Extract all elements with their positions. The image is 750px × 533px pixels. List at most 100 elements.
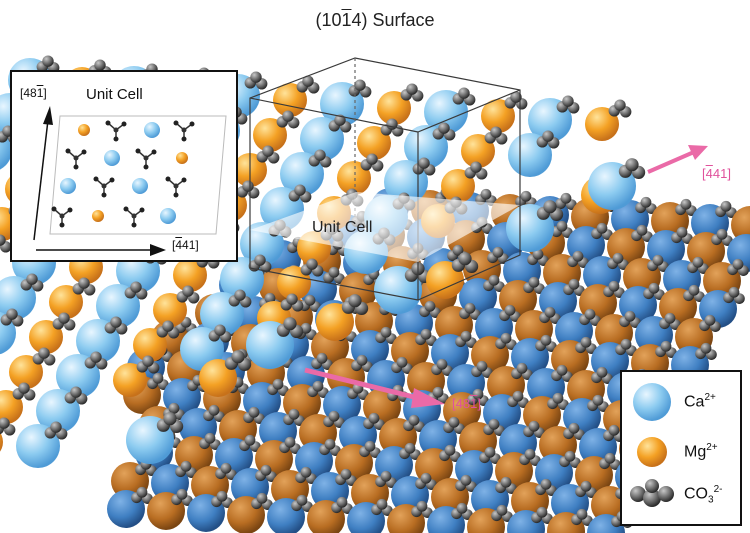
carbonate-atom <box>732 258 744 270</box>
mg-ion <box>78 124 90 136</box>
carbonate-atom <box>560 192 572 204</box>
ca-ion <box>60 178 76 194</box>
carbon-atom <box>143 155 149 161</box>
carbonate-atom <box>162 320 174 332</box>
oxygen-atom <box>131 222 137 228</box>
carbonate-atom <box>464 302 476 314</box>
carbonate-atom <box>300 466 312 478</box>
carbonate-atom <box>568 278 580 290</box>
carbonate-atom <box>0 417 10 429</box>
carbonate-icon <box>51 206 73 228</box>
mg-ion <box>273 83 307 117</box>
carbonate-atom <box>612 252 624 264</box>
carbonate-atom <box>596 222 608 234</box>
oxygen-atom <box>181 177 187 183</box>
carbonate-atom <box>524 448 536 460</box>
unit-cell-plane <box>250 192 520 262</box>
oxygen-atom <box>65 148 71 154</box>
carbonate-atom <box>720 200 732 212</box>
carbonate-atom <box>504 304 516 316</box>
mg-ion <box>481 99 515 133</box>
carbonate-atom <box>460 330 472 342</box>
carbonate-atom <box>406 83 418 95</box>
ca-ion-icon <box>633 383 671 421</box>
carbonate-atom <box>94 59 106 71</box>
carbonate-atom <box>572 250 584 262</box>
carbonate-icon <box>65 148 87 170</box>
carbonate-atom <box>380 326 392 338</box>
carbonate-atom <box>58 312 70 324</box>
carbonate-atom <box>182 285 194 297</box>
carbonate-atom <box>556 220 568 232</box>
carbonate-atom <box>452 244 464 256</box>
carbonate-atom <box>248 406 260 418</box>
carbonate-atom <box>90 351 102 363</box>
ca-ion <box>160 208 176 224</box>
oxygen-atom <box>189 121 195 127</box>
legend-label-co3: CO32- <box>684 484 723 506</box>
carbonate-atom <box>314 149 326 161</box>
carbonate-atom <box>480 188 492 200</box>
carbonate-icon <box>165 176 187 198</box>
carbon-atom <box>173 183 179 189</box>
carbonate-atom <box>500 476 512 488</box>
carbonate-atom <box>728 286 740 298</box>
carbonate-atom <box>336 496 348 508</box>
legend-label-ca: Ca2+ <box>684 392 716 411</box>
carbonate-atom <box>564 450 576 462</box>
carbonate-atom <box>110 316 122 328</box>
oxygen-atom <box>67 207 73 213</box>
carbonate-atom <box>704 314 716 326</box>
mg-ion <box>337 161 371 195</box>
carbonate-atom <box>288 408 300 420</box>
oxygen-atom <box>173 120 179 126</box>
carbonate-atom <box>283 317 297 331</box>
mg-ion <box>253 118 287 152</box>
oxygen-atom <box>165 176 171 182</box>
oxygen-atom <box>105 120 111 126</box>
carbonate-atom <box>516 362 528 374</box>
carbonate-atom <box>152 372 164 384</box>
carbonate-atom <box>294 184 306 196</box>
carbonate-atom <box>528 420 540 432</box>
carbonate-atom <box>306 258 318 270</box>
carbonate-atom <box>680 198 692 210</box>
carbonate-atom <box>648 282 660 294</box>
carbonate-atom <box>492 246 504 258</box>
mg-ion <box>377 91 411 125</box>
carbonate-atom <box>272 378 284 390</box>
carbonate-atom <box>584 308 596 320</box>
carbonate-atom <box>208 404 220 416</box>
carbonate-atom <box>438 122 450 134</box>
carbonate-atom <box>532 248 544 260</box>
carbonate-atom <box>512 390 524 402</box>
carbonate-atom <box>380 470 392 482</box>
carbonate-atom <box>316 352 328 364</box>
carbonate-atom <box>716 228 728 240</box>
carbonate-atom <box>38 347 50 359</box>
carbonate-atom <box>408 414 420 426</box>
mg-ion <box>133 328 167 362</box>
mg-ion <box>0 432 3 452</box>
carbonate-icon <box>105 120 127 142</box>
carbonate-atom <box>432 386 444 398</box>
carbonate-atom <box>458 252 472 266</box>
oxygen-atom <box>173 192 179 198</box>
unit-cell-plane-label: Unit Cell <box>312 219 373 236</box>
carbonate-atom <box>456 502 468 514</box>
carbonate-atom <box>544 306 556 318</box>
carbonate-atom <box>458 87 470 99</box>
carbonate-atom <box>348 294 362 308</box>
mg-ion <box>49 285 83 319</box>
carbonate-atom <box>596 366 608 378</box>
carbonate-atom <box>78 277 90 289</box>
ca-ion <box>144 122 160 138</box>
carbonate-atom <box>420 472 432 484</box>
carbonate-atom <box>470 161 482 173</box>
oxygen-atom <box>93 176 99 182</box>
carbonate-atom <box>496 504 508 516</box>
carbonate-atom <box>302 75 314 87</box>
legend: Ca2+ Mg2+ CO32- <box>620 370 742 526</box>
oxygen-atom <box>51 206 57 212</box>
carbonate-atom <box>364 440 376 452</box>
